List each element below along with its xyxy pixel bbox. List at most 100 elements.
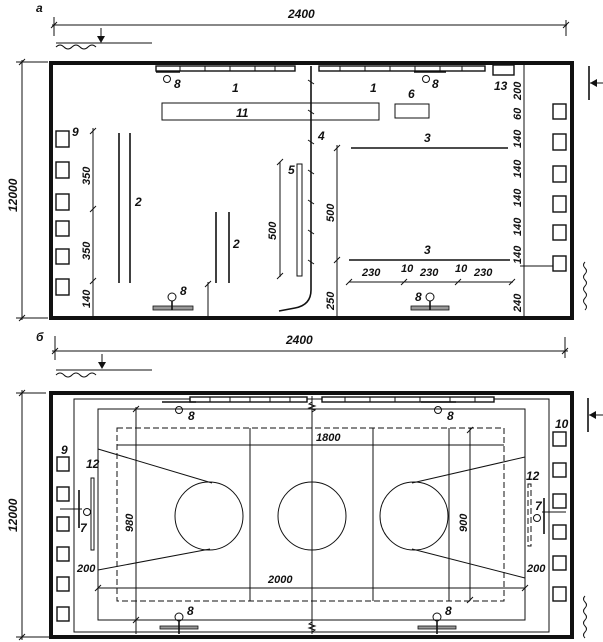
svg-text:8: 8 [188,409,195,423]
left-benches: 9 [55,125,79,296]
svg-text:1: 1 [370,81,377,95]
court-inner-width: 1800 [316,432,341,444]
svg-text:4: 4 [317,129,325,143]
svg-text:9: 9 [72,125,79,139]
svg-text:3: 3 [424,243,431,257]
volleyball-court-line [116,427,505,602]
section-arrow-icon [587,398,603,432]
lamp-icon: 8 [421,401,456,423]
svg-text:200: 200 [512,81,524,101]
left-benches: 9 [56,443,70,622]
lamp-icon: 8 [410,290,450,311]
balance-beam: 5 500 [267,158,303,280]
parallel-bars: 3 3 [349,131,510,261]
margin-left: 200 [76,563,96,575]
plan-b-height-label: 12000 [6,498,20,532]
svg-text:11: 11 [236,106,249,120]
svg-text:2: 2 [134,195,142,209]
rope: 4 [278,66,325,312]
plan-a-right-dimensions: 200 60 140 140 140 140 140 240 [512,63,555,318]
gym-bench: 11 [161,102,380,121]
svg-text:500: 500 [325,203,337,222]
plan-a-height-dimension: 12000 [6,58,48,322]
court-outer-width: 2000 [267,574,293,586]
wavy-break-icon [583,261,587,311]
plan-a-bottom-dimensions: 230 10 230 10 230 [345,263,516,286]
svg-text:7: 7 [535,499,543,513]
beams: 2 2 [118,133,240,283]
lamp-icon: 8 [414,71,446,91]
wall-bars: 1 1 [155,65,486,95]
plan-a-height-label: 12000 [6,178,20,212]
left-basket: 12 7 [60,457,100,551]
plan-a-walls [49,61,574,320]
svg-text:10: 10 [455,263,468,275]
svg-text:140: 140 [512,245,524,264]
lamp-icon: 8 [152,284,194,311]
svg-text:6: 6 [408,87,415,101]
svg-text:8: 8 [445,604,452,618]
plan-a-width-label: 2400 [287,7,315,21]
vaulting-horse: 6 [394,87,430,119]
svg-text:10: 10 [401,263,414,275]
right-key-lines [411,456,526,579]
plan-b-width-label: 2400 [285,333,313,347]
plan-b-label: б [36,330,44,344]
svg-text:500: 500 [267,221,279,240]
svg-text:8: 8 [180,284,187,298]
plan-b-height-dimension: 12000 [6,389,50,641]
svg-text:7: 7 [80,521,88,535]
svg-text:240: 240 [512,293,524,313]
zigzag-icon [307,621,317,633]
svg-text:3: 3 [424,131,431,145]
svg-text:2: 2 [232,237,240,251]
svg-text:350: 350 [81,241,93,260]
svg-text:60: 60 [512,107,524,120]
svg-text:140: 140 [512,188,524,207]
plan-a-width-dimension: 2400 [50,7,570,36]
svg-text:8: 8 [187,604,194,618]
svg-text:13: 13 [494,79,508,93]
svg-text:140: 140 [512,159,524,178]
section-arrow-icon [588,66,603,100]
right-benches [552,103,567,272]
margin-right: 200 [526,563,546,575]
svg-text:250: 250 [325,291,337,311]
svg-text:5: 5 [288,163,295,177]
svg-text:8: 8 [174,77,181,91]
svg-text:8: 8 [447,409,454,423]
plan-b-width-dimension: 2400 [51,333,569,360]
svg-text:140: 140 [81,289,93,308]
water-level-icon [55,28,152,50]
plan-b: б 2400 12000 [6,330,603,641]
plan-a-label: а [36,1,43,15]
right-benches: 10 [552,417,569,602]
right-free-throw-circle [379,481,449,551]
wall-bars [189,396,495,403]
svg-text:230: 230 [473,267,493,279]
svg-text:12: 12 [526,469,540,483]
plan-a: а 2400 12000 1 1 [6,1,603,322]
wavy-break-icon [583,595,587,639]
zigzag-icon [307,401,317,413]
court-right-depth: 900 [458,513,470,532]
radiator-label: 10 [555,417,569,431]
water-level-icon [55,354,152,378]
plan-a-left-dimensions: 350 350 140 [81,127,97,318]
plan-b-walls [49,391,574,639]
left-free-throw-circle [174,481,244,551]
center-circle [277,481,347,551]
left-key-lines [97,448,213,571]
svg-text:12: 12 [86,457,100,471]
svg-text:230: 230 [361,267,381,279]
svg-text:1: 1 [232,81,239,95]
svg-text:140: 140 [512,129,524,148]
svg-text:350: 350 [81,166,93,185]
svg-text:9: 9 [61,443,68,457]
svg-text:8: 8 [432,77,439,91]
svg-text:8: 8 [415,290,422,304]
plan-a-mid-dimensions: 500 250 [204,144,341,318]
basketball-court: 1800 2000 980 900 200 200 [76,396,546,634]
lamp-icon: 8 [162,401,196,423]
